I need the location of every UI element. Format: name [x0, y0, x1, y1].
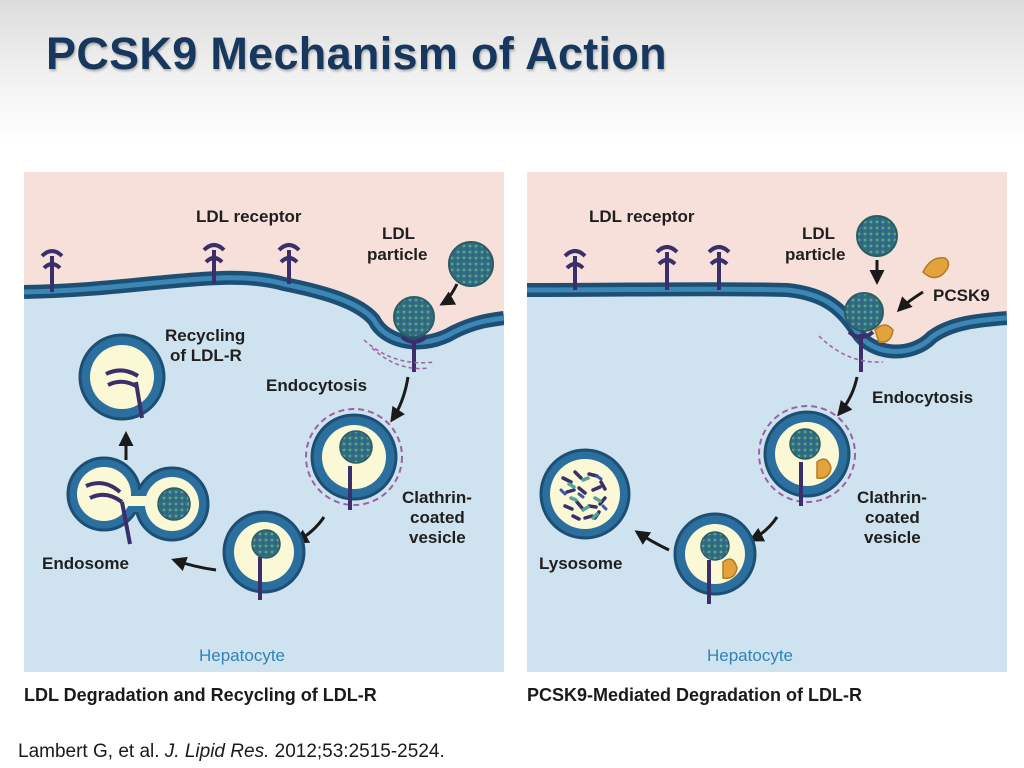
pcsk9-label: PCSK9: [933, 286, 990, 305]
vesicle-ldl-particle: [339, 430, 373, 464]
recycling-receptor: [105, 368, 144, 419]
uncoated-vesicle-ldl: [700, 531, 730, 561]
slide-title: PCSK9 Mechanism of Action: [46, 28, 667, 79]
endocytosis-label: Endocytosis: [266, 376, 368, 395]
ldl-particle-label-line1: LDL: [382, 224, 416, 243]
vesicle-ldl-particle: [789, 428, 821, 460]
clathrin-label-line1: Clathrin-: [402, 488, 472, 507]
ldl-receptor: [40, 249, 64, 292]
lysosome: [539, 448, 631, 540]
citation-authors: Lambert G, et al.: [18, 741, 160, 762]
pcsk9-protein: [922, 257, 950, 279]
clathrin-label-line2: coated: [865, 508, 920, 527]
cell-membrane-inner: [24, 275, 504, 345]
right-panel-caption: PCSK9-Mediated Degradation of LDL-R: [527, 685, 863, 705]
ldl-receptor: [277, 243, 301, 284]
clathrin-coat: [818, 335, 884, 363]
ldl-particle: [448, 241, 494, 287]
ldl-particle-label-line2: particle: [367, 245, 428, 264]
ldl-receptor: [707, 245, 731, 290]
hepatocyte-label: Hepatocyte: [707, 646, 793, 665]
ldl-receptor-label: LDL receptor: [196, 207, 302, 226]
arrow-endocytosis: [837, 376, 859, 417]
clathrin-coat: [758, 405, 856, 503]
arrow-to-lysosome: [634, 530, 670, 552]
clathrin-label-line2: coated: [410, 508, 465, 527]
ldl-receptor: [563, 249, 587, 290]
citation-details: 2012;53:2515-2524.: [274, 741, 445, 762]
arrow-endocytosis: [390, 376, 410, 423]
recycling-vesicle-lumen: [90, 345, 154, 409]
vesicle-pcsk9: [816, 458, 832, 480]
clathrin-coat: [305, 408, 403, 506]
left-panel-caption: LDL Degradation and Recycling of LDL-R: [24, 685, 377, 705]
uncoated-vesicle-pcsk9: [722, 558, 738, 580]
citation: Lambert G, et al. J. Lipid Res. 2012;53:…: [18, 741, 445, 763]
endosome-label: Endosome: [42, 554, 129, 573]
ldl-receptor-label: LDL receptor: [589, 207, 695, 226]
clathrin-label-line1: Clathrin-: [857, 488, 927, 507]
recycling-label-line2: of LDL-R: [170, 346, 242, 365]
citation-journal: J. Lipid Res.: [164, 741, 270, 762]
bound-ldl-particle: [844, 292, 884, 332]
title-band: [0, 0, 1024, 140]
lysosome-label: Lysosome: [539, 554, 623, 573]
bound-ldl-particle: [393, 296, 435, 338]
arrow-vesicle-transport: [748, 516, 779, 542]
bound-ldl-receptor: [400, 335, 428, 372]
clathrin-label-line3: vesicle: [864, 528, 921, 547]
right-panel-pcsk9-degradation: LDL receptor LDL particle PCSK9 Endocyto…: [527, 172, 1007, 672]
ldl-particle: [856, 215, 898, 257]
ldl-receptor: [202, 243, 226, 284]
ldl-receptor: [655, 245, 679, 290]
ldl-particle-label-line2: particle: [785, 245, 846, 264]
right-panel-diagram: [527, 172, 1007, 672]
arrow-pcsk9-to-pit: [896, 290, 924, 313]
hepatocyte-label: Hepatocyte: [199, 646, 285, 665]
recycling-label-line1: Recycling: [165, 326, 246, 345]
bound-ldl-receptor: [847, 330, 875, 372]
endosome: [66, 456, 210, 545]
left-panel-ldl-recycling: LDL receptor LDL particle Recycling of L…: [24, 172, 504, 672]
endocytosis-label: Endocytosis: [872, 388, 974, 407]
uncoated-vesicle-ldl: [251, 529, 281, 559]
clathrin-coat: [363, 339, 435, 364]
arrow-to-endosome: [171, 556, 217, 572]
clathrin-label-line3: vesicle: [409, 528, 466, 547]
cell-membrane-inner: [527, 286, 1007, 354]
arrow-ldl-to-pit: [439, 283, 459, 306]
ldl-particle-label-line1: LDL: [802, 224, 836, 243]
bound-pcsk9: [874, 324, 894, 343]
clathrin-coat: [371, 347, 430, 370]
left-panel-diagram: [24, 172, 504, 672]
